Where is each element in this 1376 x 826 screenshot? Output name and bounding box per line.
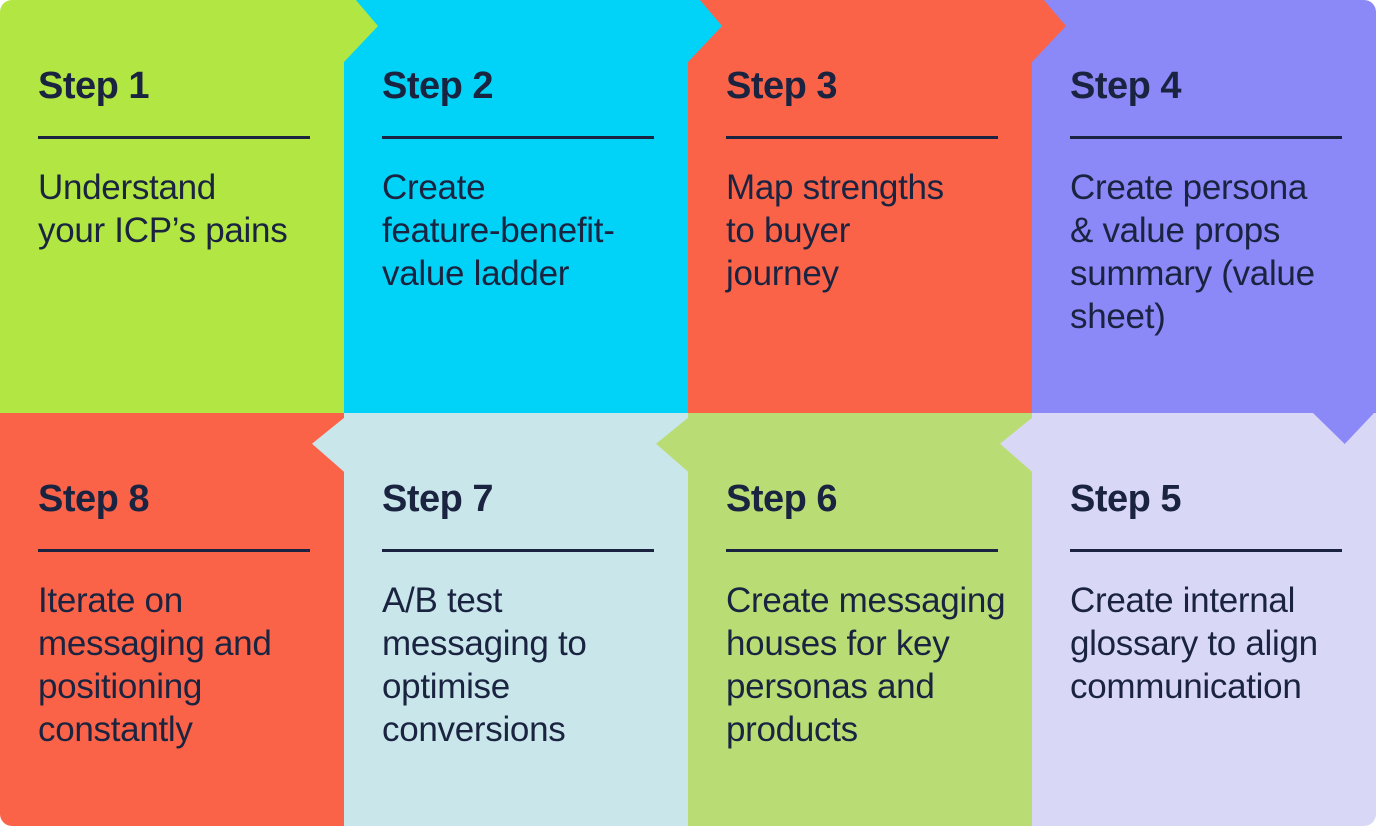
step-6-title: Step 6: [726, 478, 838, 520]
step-5-title: Step 5: [1070, 478, 1182, 520]
step-2-description: Create feature-benefit- value ladder: [382, 167, 615, 293]
step-4-card: Step 4 Create persona & value props summ…: [1032, 0, 1376, 413]
step-1-title: Step 1: [38, 65, 150, 107]
step-4-divider: [1070, 136, 1342, 139]
step-5-divider: [1070, 549, 1342, 552]
step-2-card: Step 2 Create feature-benefit- value lad…: [344, 0, 688, 413]
step-6-description: Create messaging houses for key personas…: [726, 580, 1006, 749]
step-8-description: Iterate on messaging and positioning con…: [38, 580, 272, 749]
step-5-card: Step 5 Create internal glossary to align…: [1032, 413, 1376, 826]
step-7-description: A/B test messaging to optimise conversio…: [382, 580, 587, 749]
step-2-divider: [382, 136, 654, 139]
step-3-title: Step 3: [726, 65, 838, 107]
step-3-divider: [726, 136, 998, 139]
step-7-divider: [382, 549, 654, 552]
step-1-card: Step 1 Understand your ICP’s pains: [0, 0, 344, 413]
step-8-title: Step 8: [38, 478, 150, 520]
step-2-title: Step 2: [382, 65, 494, 107]
step-1-divider: [38, 136, 310, 139]
step-8-divider: [38, 549, 310, 552]
step-8-card: Step 8 Iterate on messaging and position…: [0, 413, 344, 826]
step-4-description: Create persona & value props summary (va…: [1070, 167, 1315, 336]
step-3-description: Map strengths to buyer journey: [726, 167, 944, 293]
step-3-card: Step 3 Map strengths to buyer journey: [688, 0, 1032, 413]
step-6-divider: [726, 549, 998, 552]
step-4-title: Step 4: [1070, 65, 1182, 107]
step-7-card: Step 7 A/B test messaging to optimise co…: [344, 413, 688, 826]
step-7-title: Step 7: [382, 478, 494, 520]
step-1-description: Understand your ICP’s pains: [38, 167, 288, 250]
step-6-card: Step 6 Create messaging houses for key p…: [688, 413, 1032, 826]
step-5-description: Create internal glossary to align commun…: [1070, 580, 1318, 706]
